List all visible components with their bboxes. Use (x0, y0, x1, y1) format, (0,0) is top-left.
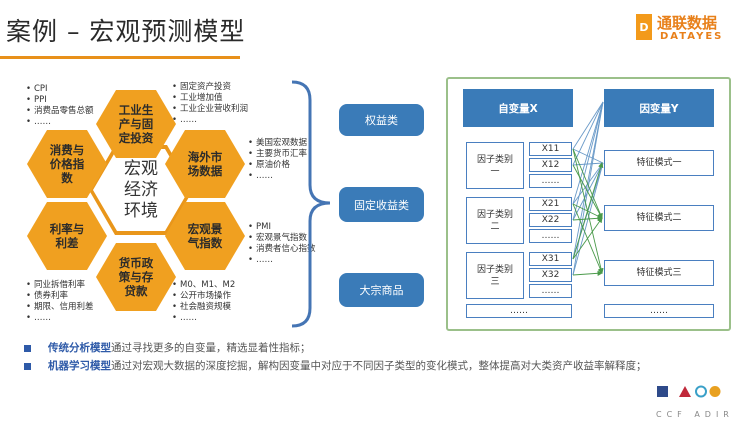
factor-item: X31 (529, 252, 572, 266)
list-item: CPI (26, 84, 94, 95)
list-item: …… (172, 115, 248, 126)
connector-arrows (572, 101, 604, 277)
factor-ellipsis: …… (466, 304, 572, 318)
factor-item: X22 (529, 213, 572, 227)
datayes-logo-mark: D (636, 14, 652, 40)
list-industry: 固定资产投资 工业增加值 工业企业营收利润 …… (172, 82, 248, 126)
footer-text: CCF ADIR (656, 410, 734, 419)
list-item: PMI (248, 222, 316, 233)
output-ellipsis: …… (604, 304, 714, 318)
list-consumption: CPI PPI 消费品零售总额 …… (26, 84, 94, 128)
list-item: PPI (26, 95, 94, 106)
list-item: …… (172, 313, 235, 324)
list-item: 工业企业营收利润 (172, 104, 248, 115)
summary-bullets: 传统分析模型通过寻找更多的自变量，精选显着性指标； 机器学习模型通过对宏观大数据… (24, 341, 684, 377)
bullet-text: 通过寻找更多的自变量，精选显着性指标； (111, 342, 311, 354)
list-item: 主要货币汇率 (248, 149, 307, 160)
bullet-marker (24, 345, 31, 352)
output-pattern-1: 特征模式一 (604, 150, 714, 176)
title-underline (0, 56, 240, 59)
ccf-adir-logo (657, 385, 721, 398)
list-item: 债券利率 (26, 291, 94, 302)
list-item: 宏观景气指数 (248, 233, 316, 244)
output-pattern-2: 特征模式二 (604, 205, 714, 231)
list-rates: 同业拆借利率 债券利率 期限、信用利差 …… (26, 280, 94, 324)
factor-group-3: 因子类别 三 (466, 252, 524, 299)
x-header: 自变量X (463, 89, 573, 127)
factor-group-1: 因子类别 一 (466, 142, 524, 189)
list-item: 固定资产投资 (172, 82, 248, 93)
list-item: 工业增加值 (172, 93, 248, 104)
list-item: 消费品零售总额 (26, 106, 94, 117)
hex-macro-environment: 宏观 经济 环境 (93, 149, 189, 231)
bullet-traditional: 传统分析模型通过寻找更多的自变量，精选显着性指标； (24, 341, 684, 356)
list-item: …… (248, 255, 316, 266)
bullet-text: 通过对宏观大数据的深度挖掘，解构因变量中对应于不同因子类型的变化模式，整体提高对… (111, 360, 647, 372)
page-title: 案例 – 宏观预测模型 (6, 17, 246, 46)
factor-group-2: 因子类别 二 (466, 197, 524, 244)
factor-item: …… (529, 174, 572, 188)
bullet-ml: 机器学习模型通过对宏观大数据的深度挖掘，解构因变量中对应于不同因子类型的变化模式… (24, 359, 684, 374)
category-fixed-income: 固定收益类 (339, 187, 424, 222)
y-header: 因变量Y (604, 89, 714, 127)
list-item: 同业拆借利率 (26, 280, 94, 291)
factor-item: …… (529, 229, 572, 243)
list-item: 期限、信用利差 (26, 302, 94, 313)
factor-item: …… (529, 284, 572, 298)
list-item: 社会融资规模 (172, 302, 235, 313)
category-equity: 权益类 (339, 104, 424, 136)
list-item: 消费者信心指数 (248, 244, 316, 255)
list-item: 美国宏观数据 (248, 138, 307, 149)
bullet-bold: 传统分析模型 (48, 342, 111, 354)
bullet-bold: 机器学习模型 (48, 360, 111, 372)
list-sentiment: PMI 宏观景气指数 消费者信心指数 …… (248, 222, 316, 266)
list-item: M0、M1、M2 (172, 280, 235, 291)
list-item: …… (26, 313, 94, 324)
list-item: 公开市场操作 (172, 291, 235, 302)
list-item: …… (26, 117, 94, 128)
list-overseas: 美国宏观数据 主要货币汇率 原油价格 …… (248, 138, 307, 182)
logo-en-text: DATAYES (660, 31, 724, 42)
list-monetary: M0、M1、M2 公开市场操作 社会融资规模 …… (172, 280, 235, 324)
hex-industry: 工业生 产与固 定投资 (96, 90, 176, 158)
factor-item: X21 (529, 197, 572, 211)
factor-item: X12 (529, 158, 572, 172)
logo-cn-text: 通联数据 (657, 14, 718, 32)
factor-item: X11 (529, 142, 572, 156)
category-commodities: 大宗商品 (339, 273, 424, 307)
factor-item: X32 (529, 268, 572, 282)
right-brace (291, 80, 331, 328)
hex-monetary: 货币政 策与存 贷款 (96, 243, 176, 311)
output-pattern-3: 特征模式三 (604, 260, 714, 286)
bullet-marker (24, 363, 31, 370)
list-item: …… (248, 171, 307, 182)
list-item: 原油价格 (248, 160, 307, 171)
hex-rates: 利率与 利差 (27, 202, 107, 270)
